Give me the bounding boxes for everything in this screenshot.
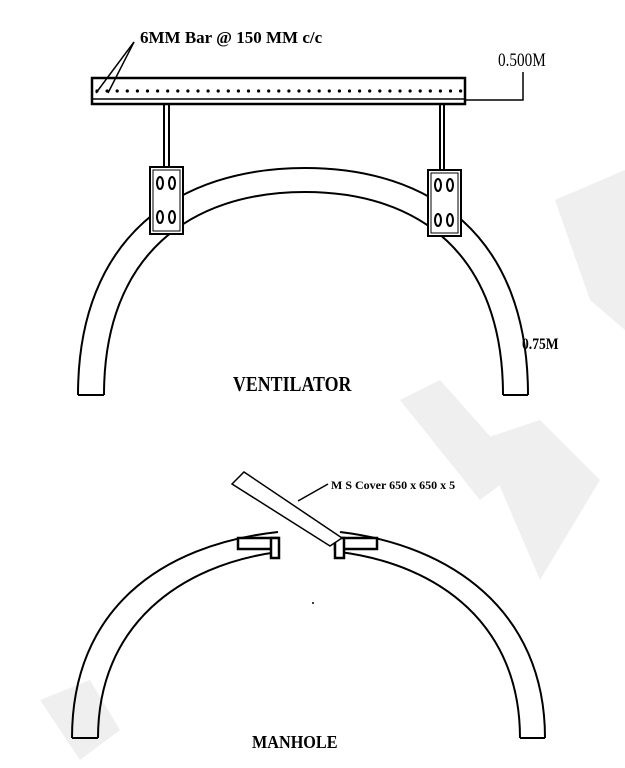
bar-dot (226, 89, 230, 93)
bar-dot (459, 89, 463, 93)
bar-dot (115, 89, 119, 93)
leader-line-2 (107, 41, 135, 94)
bar-dot (287, 89, 291, 93)
manhole-title: MANHOLE (252, 732, 338, 752)
manhole-arch-outer (71, 531, 546, 739)
bar-dot (196, 89, 200, 93)
bar-dot (145, 89, 150, 93)
bar-dot (246, 89, 251, 93)
beam (90, 76, 467, 106)
bar-dot (347, 89, 352, 93)
bar-dot (337, 89, 341, 93)
bar-dot (297, 89, 301, 93)
bar-dot (317, 89, 321, 93)
bar-dot (327, 89, 331, 93)
leader-line-1 (95, 41, 135, 94)
ventilator-title: VENTILATOR (233, 372, 352, 396)
bar-dot (448, 89, 453, 93)
cover-leader (297, 483, 329, 502)
bar-dot (176, 89, 180, 93)
frame-left (236, 536, 281, 560)
bar-dot (428, 89, 432, 93)
bar-dot (206, 89, 210, 93)
bar-dots (95, 89, 463, 93)
bar-dot (368, 89, 372, 93)
manhole-drawing (71, 471, 546, 739)
bar-dot (257, 89, 261, 93)
watermark (40, 170, 625, 760)
dimension-line (465, 72, 524, 101)
bar-dot (135, 89, 139, 93)
bar-dot (267, 89, 271, 93)
cover-label: M S Cover 650 x 650 x 5 (331, 478, 456, 492)
bar-dot (156, 89, 160, 93)
bar-dot (408, 89, 412, 93)
bar-dot (418, 89, 422, 93)
bar-dot (186, 89, 190, 93)
bar-dot (438, 89, 442, 93)
bar-dot (125, 89, 129, 93)
ms-cover (230, 471, 344, 547)
bar-dot (236, 89, 240, 93)
bar-label: 6MM Bar @ 150 MM c/c (140, 28, 323, 47)
bar-dot (166, 89, 170, 93)
support-block-right (427, 169, 462, 237)
bar-dot (358, 89, 362, 93)
bar-dot (378, 89, 382, 93)
bar-dot (398, 89, 402, 93)
arch-inner (103, 190, 504, 396)
support-block-left (149, 166, 184, 235)
bar-dot (307, 89, 311, 93)
arch-outer (77, 166, 529, 396)
beam-dimension-label: 0.500M (498, 50, 546, 71)
hanger-right (439, 104, 445, 170)
bar-dot (216, 89, 220, 93)
ventilator-drawing (77, 41, 529, 396)
arch-dimension-label: 0.75M (522, 336, 559, 353)
bar-dot (388, 89, 392, 93)
manhole-arch-inner (97, 551, 521, 739)
bar-dot (277, 89, 281, 93)
hanger-left (163, 104, 170, 167)
